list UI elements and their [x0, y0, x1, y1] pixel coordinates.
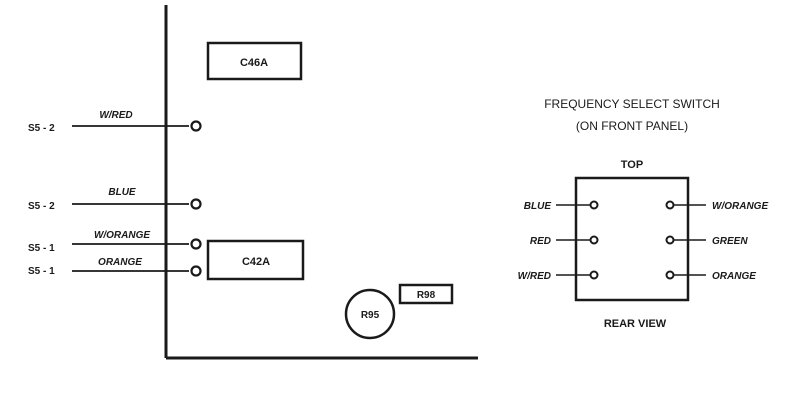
switch-terminal — [589, 200, 599, 210]
connection-s5-2-w-red: S5 - 2 W/RED — [28, 110, 202, 134]
component-c46a-label: C46A — [240, 57, 268, 69]
switch-terminal — [665, 235, 675, 245]
wire-label: ORANGE — [712, 271, 756, 282]
switch-title: FREQUENCY SELECT SWITCH — [544, 97, 720, 111]
terminal-label: S5 - 2 — [28, 123, 55, 134]
switch-right-wire-orange: ORANGE — [665, 270, 756, 282]
switch-bottom-label: REAR VIEW — [604, 318, 667, 330]
wire-label: W/ORANGE — [712, 201, 768, 212]
wire-label: BLUE — [108, 187, 136, 198]
wire-label: W/ORANGE — [94, 230, 150, 241]
switch-terminal — [665, 270, 675, 280]
connection-point — [190, 198, 202, 210]
connection-point — [190, 120, 202, 132]
component-c42a: C42A — [206, 239, 305, 281]
wire-label: BLUE — [524, 201, 552, 212]
switch-left-wire-blue: BLUE — [524, 200, 599, 212]
wire-label: W/RED — [99, 110, 132, 121]
component-r95-label: R95 — [361, 310, 380, 321]
connection-point — [190, 265, 202, 277]
wire-label: ORANGE — [98, 257, 142, 268]
connection-s5-1-w-orange: S5 - 1 W/ORANGE — [28, 230, 202, 254]
component-r98-label: R98 — [417, 290, 436, 301]
switch-terminal — [665, 200, 675, 210]
switch-left-wire-w-red: W/RED — [518, 270, 599, 282]
connection-s5-2-blue: S5 - 2 BLUE — [28, 187, 202, 212]
switch-terminal — [589, 235, 599, 245]
connection-s5-1-orange: S5 - 1 ORANGE — [28, 257, 202, 277]
component-c42a-label: C42A — [242, 256, 270, 268]
component-r95: R95 — [344, 288, 396, 340]
component-c46a: C46A — [206, 41, 303, 81]
switch-right-wire-green: GREEN — [665, 235, 748, 247]
switch-top-label: TOP — [621, 159, 643, 171]
frequency-select-switch: FREQUENCY SELECT SWITCH (ON FRONT PANEL)… — [518, 97, 769, 330]
switch-terminal — [589, 270, 599, 280]
switch-subtitle: (ON FRONT PANEL) — [576, 119, 688, 133]
terminal-label: S5 - 1 — [28, 266, 55, 277]
connection-point — [190, 238, 202, 250]
terminal-label: S5 - 1 — [28, 243, 55, 254]
terminal-label: S5 - 2 — [28, 201, 55, 212]
switch-right-wire-w-orange: W/ORANGE — [665, 200, 768, 212]
switch-left-wire-red: RED — [530, 235, 599, 247]
wire-label: W/RED — [518, 271, 551, 282]
wire-label: RED — [530, 236, 551, 247]
switch-body — [574, 176, 690, 302]
wire-label: GREEN — [712, 236, 748, 247]
component-r98: R98 — [398, 283, 454, 305]
